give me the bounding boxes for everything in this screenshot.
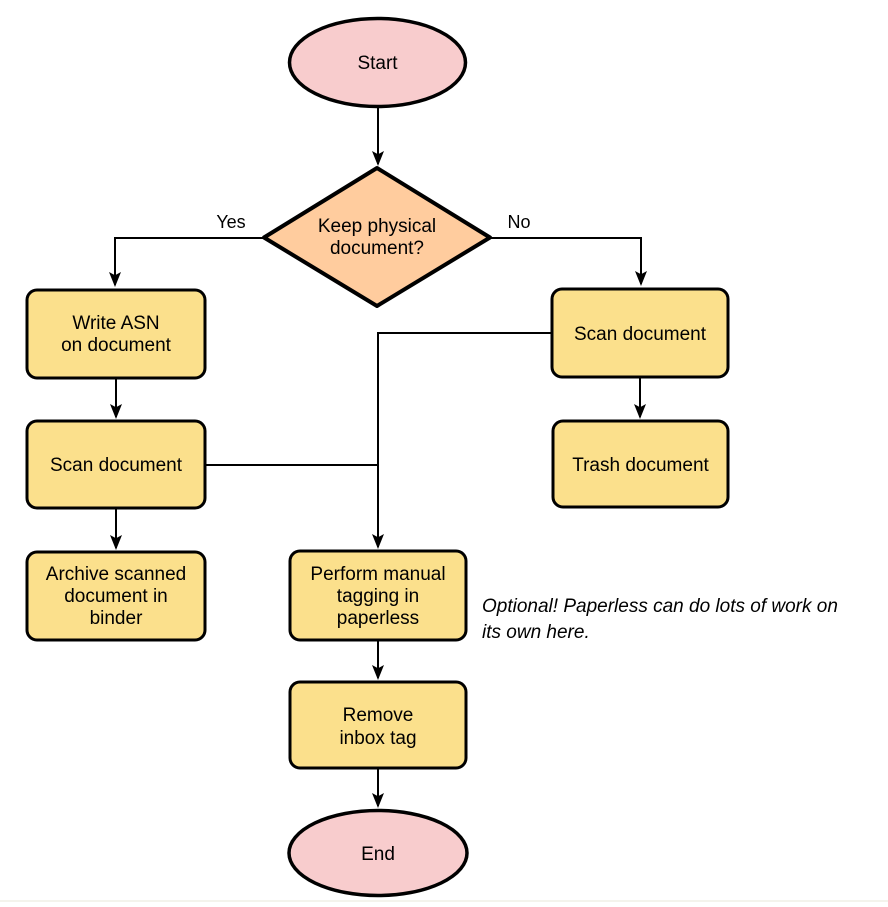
decision-label-line1: Keep physical	[318, 216, 436, 237]
scan-left-label: Scan document	[50, 455, 183, 476]
tagging-box	[288, 549, 468, 642]
node-scan-document-left: Scan document	[25, 419, 207, 510]
trash-box	[551, 419, 730, 509]
tagging-label-line3: paperless	[337, 608, 419, 629]
node-archive-binder: Archive scanned document in binder	[25, 550, 207, 642]
write-asn-label-line1: Write ASN	[72, 313, 159, 334]
node-start: Start	[287, 16, 468, 109]
write-asn-box	[25, 288, 207, 380]
remove-inbox-box	[288, 680, 468, 770]
archive-label-line2: document in	[64, 586, 168, 607]
connector-decision-yes-to-write-asn	[109, 237, 264, 287]
decision-diamond	[262, 166, 492, 308]
connector-decision-no-to-scan-right	[490, 237, 647, 286]
connector-scan-right-to-tagging	[372, 332, 552, 549]
remove-inbox-label-line1: Remove	[343, 705, 414, 726]
archive-label-line3: binder	[90, 608, 143, 629]
edge-label-no: No	[507, 212, 530, 232]
node-decision-keep-physical: Keep physical document?	[262, 166, 492, 308]
node-scan-document-right: Scan document	[550, 287, 730, 379]
tagging-label-line1: Perform manual	[310, 564, 445, 585]
archive-label-line1: Archive scanned	[46, 564, 186, 585]
tagging-label-line2: tagging in	[337, 586, 419, 607]
note-line2: its own here.	[482, 622, 590, 643]
trash-label: Trash document	[572, 455, 709, 476]
end-ellipse	[287, 808, 469, 898]
scan-left-box	[25, 419, 207, 510]
optional-note: Optional! Paperless can do lots of work …	[482, 596, 838, 643]
end-label: End	[361, 844, 395, 865]
note-line1: Optional! Paperless can do lots of work …	[482, 596, 838, 617]
edge-label-yes: Yes	[216, 212, 245, 232]
remove-inbox-label-line2: inbox tag	[339, 728, 416, 749]
start-label: Start	[357, 53, 398, 74]
node-write-asn: Write ASN on document	[25, 288, 207, 380]
node-end: End	[287, 808, 469, 898]
decision-label-line2: document?	[330, 238, 424, 259]
scan-right-box	[550, 287, 730, 379]
node-remove-inbox-tag: Remove inbox tag	[288, 680, 468, 770]
scan-right-label: Scan document	[574, 324, 707, 345]
start-ellipse	[287, 16, 468, 109]
archive-box	[25, 550, 207, 642]
node-manual-tagging: Perform manual tagging in paperless	[288, 549, 468, 642]
node-trash-document: Trash document	[551, 419, 730, 509]
write-asn-label-line2: on document	[61, 335, 172, 356]
